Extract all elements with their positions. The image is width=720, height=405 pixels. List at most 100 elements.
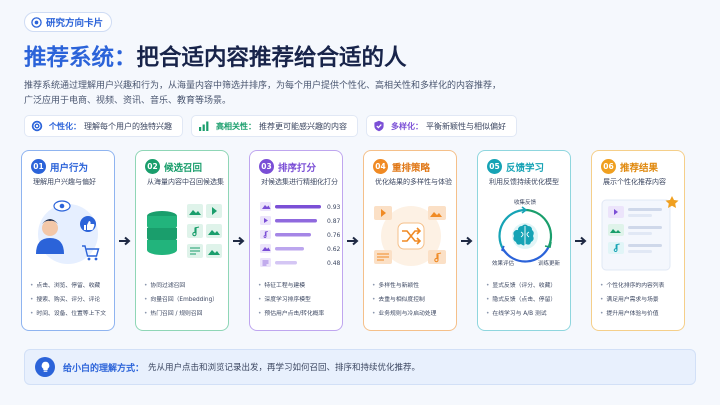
lightbulb-icon bbox=[35, 357, 55, 377]
step-subtitle: 利用反馈持续优化模型 bbox=[489, 178, 559, 186]
bullet-item: 业务规则与冷启动处理 bbox=[372, 307, 436, 321]
feature-list: 个性化： 理解每个用户的独特兴趣 高相关性： 推荐更可能感兴趣的内容 多样化： … bbox=[24, 115, 517, 137]
step-number: 01 bbox=[31, 159, 46, 174]
play-card-icon bbox=[206, 204, 222, 218]
bullet-item: 预估用户点击/转化概率 bbox=[258, 307, 324, 321]
step-bullets: 多样性与新颖性 去重与相似度控制 业务规则与冷启动处理 bbox=[372, 279, 436, 321]
title-rest: 把合适内容推荐给合适的人 bbox=[136, 45, 407, 71]
feature-text: 理解每个用户的独特兴趣 bbox=[84, 121, 172, 131]
step-card-feedback-learning: 05 反馈学习 利用反馈持续优化模型 收集反馈 效果评估 训练更新 显式反馈（评分… bbox=[477, 150, 571, 331]
result-list-illustration bbox=[601, 196, 679, 271]
thumbs-up-icon bbox=[80, 216, 96, 232]
step-card-reranking: 04 重排策略 优化结果的多样性与体验 多样性与新颖性 去重与相似度控制 业务规则… bbox=[363, 150, 457, 331]
bullet-item: 显式反馈（评分、收藏） bbox=[486, 279, 556, 293]
score-value: 0.62 bbox=[327, 246, 341, 253]
description-line: 推荐系统通过理解用户兴趣和行为，从海量内容中筛选并排序，为每个用户提供个性化、高… bbox=[24, 81, 502, 91]
feature-key: 多样化： bbox=[391, 121, 423, 131]
arrow-right-icon bbox=[119, 236, 131, 246]
beginner-tip-banner: 给小白的理解方式： 先从用户点击和浏览记录出发，再学习如何召回、排序和持续优化推… bbox=[24, 349, 696, 385]
arrow-right-icon bbox=[461, 236, 473, 246]
shield-check-icon bbox=[373, 120, 385, 132]
step-number: 02 bbox=[145, 159, 160, 174]
score-value: 0.76 bbox=[327, 232, 341, 239]
arrow-right-icon bbox=[233, 236, 245, 246]
step-subtitle: 展示个性化推荐内容 bbox=[603, 178, 666, 186]
step-number: 05 bbox=[487, 159, 502, 174]
step-subtitle: 从海量内容中召回候选集 bbox=[147, 178, 224, 186]
topic-badge-label: 研究方向卡片 bbox=[46, 18, 104, 29]
title-highlight: 推荐系统： bbox=[24, 45, 137, 71]
feature-personalization: 个性化： 理解每个用户的独特兴趣 bbox=[24, 115, 183, 137]
bullet-item: 点击、浏览、停留、收藏 bbox=[30, 279, 106, 293]
bullet-item: 向量召回（Embedding） bbox=[144, 293, 218, 307]
cycle-label: 训练更新 bbox=[538, 259, 561, 267]
tip-text: 先从用户点击和浏览记录出发，再学习如何召回、排序和持续优化推荐。 bbox=[148, 363, 421, 373]
image-card-icon bbox=[206, 244, 222, 258]
image-card-icon bbox=[428, 206, 446, 220]
bullet-item: 在线学习与 A/B 测试 bbox=[486, 307, 556, 321]
play-card-icon bbox=[608, 206, 624, 218]
play-card-icon bbox=[374, 206, 392, 220]
document-card-icon bbox=[374, 250, 392, 264]
step-title: 推荐结果 bbox=[620, 162, 659, 174]
step-title: 反馈学习 bbox=[506, 162, 545, 174]
step-bullets: 点击、浏览、停留、收藏 搜索、购买、评分、评论 时间、设备、位置等上下文 bbox=[30, 279, 106, 321]
step-title: 排序打分 bbox=[278, 162, 317, 174]
score-list-illustration: 0.93 0.87 0.76 0.62 0.48 bbox=[260, 202, 341, 267]
image-card-icon bbox=[608, 224, 624, 236]
step-subtitle: 理解用户兴趣与偏好 bbox=[33, 178, 96, 186]
page-description: 推荐系统通过理解用户兴趣和行为，从海量内容中筛选并排序，为每个用户提供个性化、高… bbox=[24, 79, 524, 109]
score-value: 0.48 bbox=[327, 260, 341, 267]
feature-key: 高相关性： bbox=[216, 121, 256, 131]
document-card-icon bbox=[187, 244, 203, 258]
feature-text: 推荐更可能感兴趣的内容 bbox=[259, 121, 347, 131]
step-card-user-behavior: 01 用户行为 理解用户兴趣与偏好 点击、浏览、停留、收藏 搜索、购买、评分、评论… bbox=[21, 150, 115, 331]
bullet-item: 热门召回 / 规则召回 bbox=[144, 307, 218, 321]
user-avatar-illustration bbox=[36, 200, 100, 264]
eye-icon bbox=[53, 200, 71, 212]
step-bullets: 特征工程与建模 深度学习排序模型 预估用户点击/转化概率 bbox=[258, 279, 324, 321]
step-title: 用户行为 bbox=[50, 162, 89, 174]
feature-text: 平衡新颖性与相似偏好 bbox=[426, 121, 506, 131]
bullet-item: 去重与相似度控制 bbox=[372, 293, 436, 307]
brain-icon bbox=[512, 223, 538, 249]
step-bullets: 个性化排序的内容列表 满足用户需求与场景 提升用户体验与价值 bbox=[600, 279, 664, 321]
feedback-cycle-illustration: 收集反馈 效果评估 训练更新 bbox=[492, 198, 561, 267]
shuffle-icon bbox=[397, 222, 425, 250]
bullet-item: 满足用户需求与场景 bbox=[600, 293, 664, 307]
bullet-item: 提升用户体验与价值 bbox=[600, 307, 664, 321]
image-card-icon bbox=[206, 224, 222, 238]
bullet-item: 搜索、购买、评分、评论 bbox=[30, 293, 106, 307]
arrow-right-icon bbox=[575, 236, 587, 246]
music-card-icon bbox=[608, 242, 624, 254]
bar-chart-icon bbox=[198, 120, 210, 132]
star-icon bbox=[665, 196, 679, 208]
step-subtitle: 优化结果的多样性与体验 bbox=[375, 178, 452, 186]
shopping-cart-icon bbox=[82, 245, 100, 261]
bullet-item: 深度学习排序模型 bbox=[258, 293, 324, 307]
feature-key: 个性化： bbox=[49, 121, 81, 131]
step-bullets: 协同过滤召回 向量召回（Embedding） 热门召回 / 规则召回 bbox=[144, 279, 218, 321]
target-icon bbox=[31, 120, 43, 132]
music-card-icon bbox=[187, 224, 203, 238]
feature-diversity: 多样化： 平衡新颖性与相似偏好 bbox=[366, 115, 517, 137]
tip-label: 给小白的理解方式： bbox=[63, 363, 145, 374]
step-title: 重排策略 bbox=[392, 162, 431, 174]
cycle-label: 收集反馈 bbox=[514, 198, 537, 206]
description-line: 广泛应用于电商、视频、资讯、音乐、教育等场景。 bbox=[24, 96, 232, 106]
step-number: 06 bbox=[601, 159, 616, 174]
step-subtitle: 对候选集进行精细化打分 bbox=[261, 178, 338, 186]
arrow-right-icon bbox=[347, 236, 359, 246]
bullet-item: 协同过滤召回 bbox=[144, 279, 218, 293]
feature-relevance: 高相关性： 推荐更可能感兴趣的内容 bbox=[191, 115, 358, 137]
bullet-item: 多样性与新颖性 bbox=[372, 279, 436, 293]
bullet-item: 特征工程与建模 bbox=[258, 279, 324, 293]
step-card-recommendation-results: 06 推荐结果 展示个性化推荐内容 个性化排序的内容列表 满足用户需求与场景 提升… bbox=[591, 150, 685, 331]
step-number: 04 bbox=[373, 159, 388, 174]
bullet-item: 时间、设备、位置等上下文 bbox=[30, 307, 106, 321]
cycle-label: 效果评估 bbox=[492, 259, 515, 267]
music-card-icon bbox=[428, 250, 446, 264]
database-icon bbox=[147, 211, 177, 255]
bullet-item: 隐式反馈（点击、停留） bbox=[486, 293, 556, 307]
